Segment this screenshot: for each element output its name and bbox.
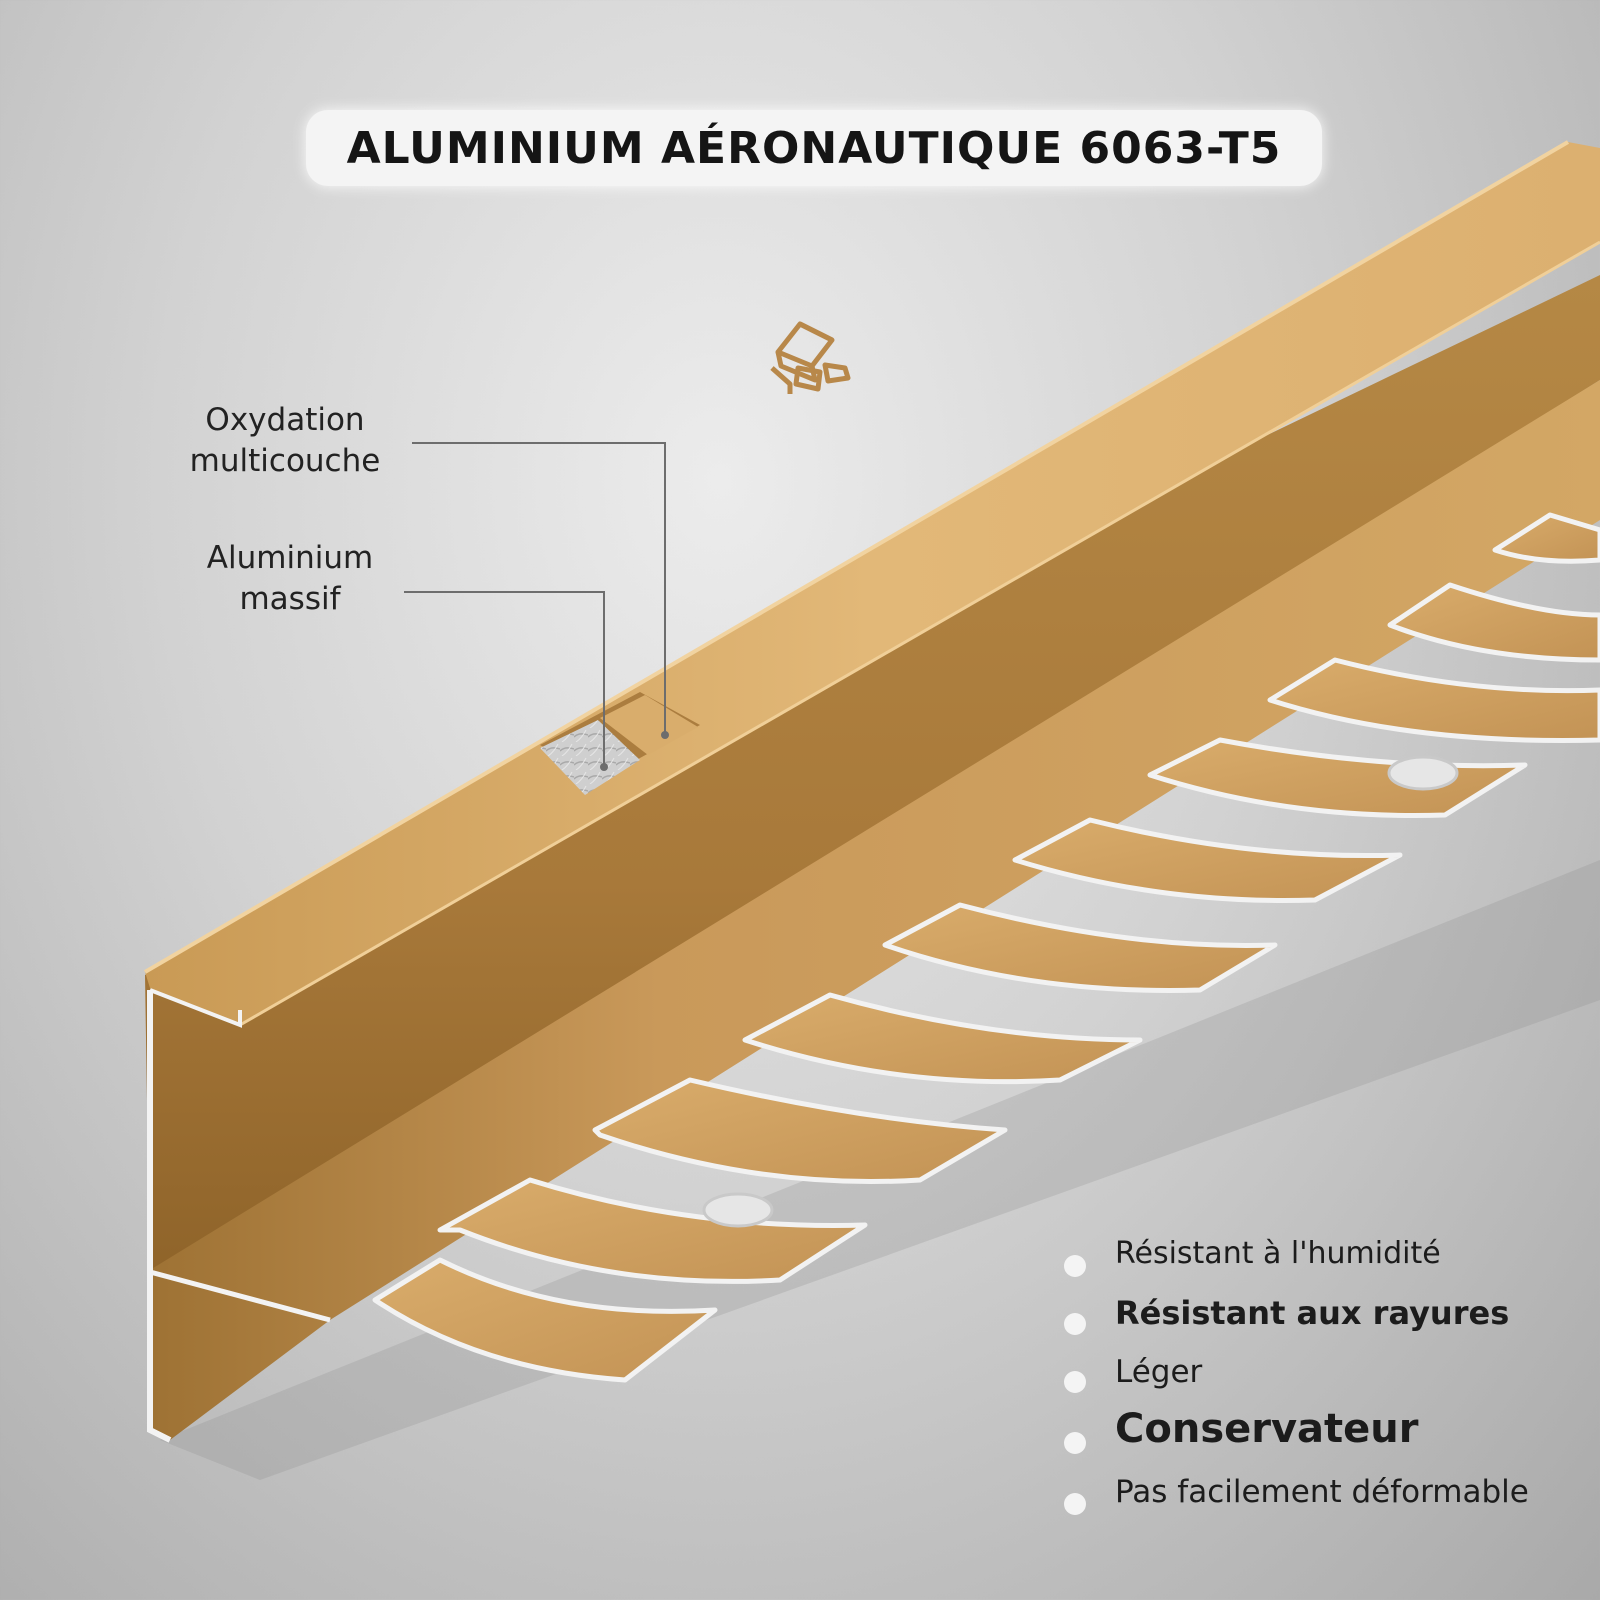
mounting-hole (1387, 755, 1459, 791)
feature-label: Conservateur (1115, 1406, 1419, 1452)
callout-oxydation-multicouche: Oxydation multicouche (150, 400, 420, 482)
callout-line: multicouche (189, 443, 381, 479)
mounting-hole (702, 1192, 774, 1228)
cutaway-solid-aluminium (540, 720, 640, 795)
callout-aluminium-massif: Aluminium massif (160, 538, 420, 620)
profile-flange (150, 380, 1600, 1440)
bullet-icon (1064, 1432, 1086, 1454)
callout-line: Aluminium (206, 540, 374, 576)
profile-vertical-face (145, 275, 1600, 1290)
feature-label: Résistant à l'humidité (1115, 1236, 1441, 1271)
profile-top-face (145, 142, 1600, 1025)
cutaway-oxide-layer (600, 695, 698, 755)
bullet-icon (1064, 1313, 1086, 1335)
feature-label: Pas facilement déformable (1115, 1474, 1529, 1510)
page-title: ALUMINIUM AÉRONAUTIQUE 6063-T5 (306, 110, 1322, 186)
feature-label: Résistant aux rayures (1115, 1294, 1510, 1332)
callout-line: Oxydation (205, 402, 365, 438)
profile-teeth (372, 512, 1600, 1383)
bullet-icon (1064, 1255, 1086, 1277)
bullet-icon (1064, 1493, 1086, 1515)
leader-lines (404, 442, 666, 767)
feature-label: Léger (1115, 1354, 1203, 1390)
bullet-icon (1064, 1371, 1086, 1393)
callout-line: massif (239, 581, 341, 617)
gold-bars-icon (770, 321, 851, 394)
